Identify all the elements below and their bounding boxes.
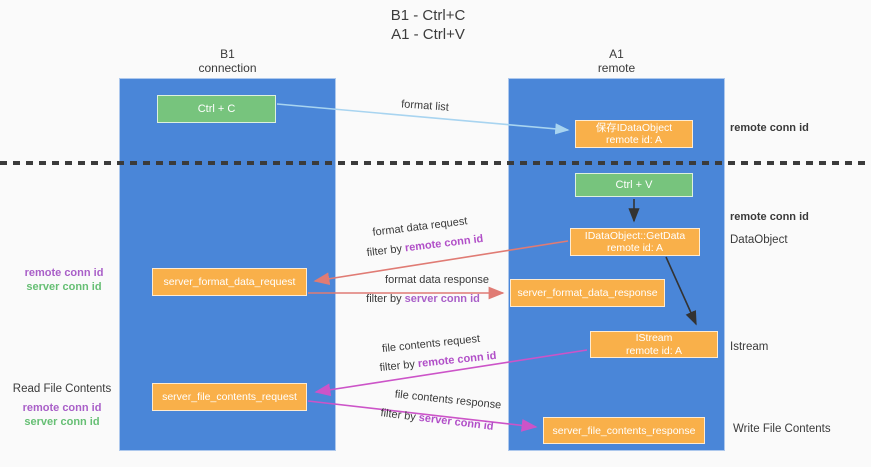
- title-line-2: A1 - Ctrl+V: [391, 26, 465, 43]
- server-conn-id-key: server conn id: [418, 411, 495, 433]
- server-format-data-response-node: server_format_data_response: [510, 279, 665, 307]
- read-file-contents-annotation: Read File Contents: [12, 383, 112, 395]
- ctrl-c-label: Ctrl + C: [197, 103, 236, 115]
- server-conn-id-annotation-left: server conn id: [26, 281, 102, 293]
- server-format-data-request-label: server_format_data_request: [163, 276, 296, 288]
- remote-conn-id-annotation-left-2: remote conn id: [22, 402, 102, 414]
- format-list-label: format list: [400, 98, 450, 114]
- server-file-contents-request-node: server_file_contents_request: [152, 383, 307, 411]
- server-file-contents-request-label: server_file_contents_request: [162, 391, 297, 403]
- filter-by-prefix: filter by: [379, 407, 420, 424]
- istream-line1: IStream: [635, 332, 673, 344]
- lane-b1-title: B1: [220, 47, 235, 61]
- server-conn-id-key: server conn id: [404, 293, 480, 305]
- ctrl-v-label: Ctrl + V: [615, 179, 653, 191]
- ctrl-v-node: Ctrl + V: [575, 173, 693, 197]
- dataobject-annotation: DataObject: [730, 234, 788, 246]
- lane-b1-subtitle: connection: [198, 61, 257, 75]
- copy-paste-phase-divider: [0, 161, 871, 165]
- left-conn-id-annotation-group: remote conn id server conn id: [10, 266, 118, 294]
- write-file-contents-annotation: Write File Contents: [733, 423, 831, 435]
- server-format-data-response-label: server_format_data_response: [517, 287, 658, 299]
- format-data-response-filter-label: filter by server conn id: [343, 293, 503, 305]
- lane-header-a1: A1 remote: [508, 47, 725, 75]
- filter-by-prefix: filter by: [379, 358, 419, 375]
- server-format-data-request-node: server_format_data_request: [152, 268, 307, 296]
- diagram-title: B1 - Ctrl+C A1 - Ctrl+V: [278, 6, 578, 44]
- remote-conn-id-key: remote conn id: [417, 349, 497, 371]
- istream-line2: remote id: A: [625, 344, 683, 357]
- remote-conn-id-annotation-top: remote conn id: [730, 122, 809, 134]
- server-conn-id-annotation-left-2: server conn id: [24, 416, 100, 428]
- lane-a1-title: A1: [609, 47, 624, 61]
- getdata-line2: remote id: A: [606, 242, 664, 254]
- format-data-response-label: format data response: [385, 274, 489, 286]
- getdata-line1: IDataObject::GetData: [584, 229, 686, 242]
- lane-header-b1: B1 connection: [119, 47, 336, 75]
- title-line-1: B1 - Ctrl+C: [390, 7, 466, 24]
- ctrl-c-node: Ctrl + C: [157, 95, 276, 123]
- idataobject-getdata-node: IDataObject::GetData remote id: A: [570, 228, 700, 256]
- save-idataobject-line2: remote id: A: [605, 134, 663, 146]
- server-file-contents-response-label: server_file_contents_response: [552, 424, 696, 437]
- save-idataobject-line1: 保存IDataObject: [595, 121, 673, 134]
- remote-conn-id-key: remote conn id: [404, 232, 484, 255]
- read-file-contents-annotation-group: Read File Contents remote conn id server…: [6, 382, 118, 429]
- save-idataobject-node: 保存IDataObject remote id: A: [575, 120, 693, 148]
- istream-annotation: Istream: [730, 341, 769, 353]
- remote-conn-id-annotation-mid: remote conn id: [730, 211, 809, 223]
- remote-conn-id-annotation-left: remote conn id: [24, 267, 104, 279]
- istream-node: IStream remote id: A: [590, 331, 718, 358]
- filter-by-prefix: filter by: [366, 293, 405, 305]
- server-file-contents-response-node: server_file_contents_response: [543, 417, 705, 444]
- lane-a1-subtitle: remote: [597, 61, 636, 75]
- filter-by-prefix: filter by: [366, 242, 406, 260]
